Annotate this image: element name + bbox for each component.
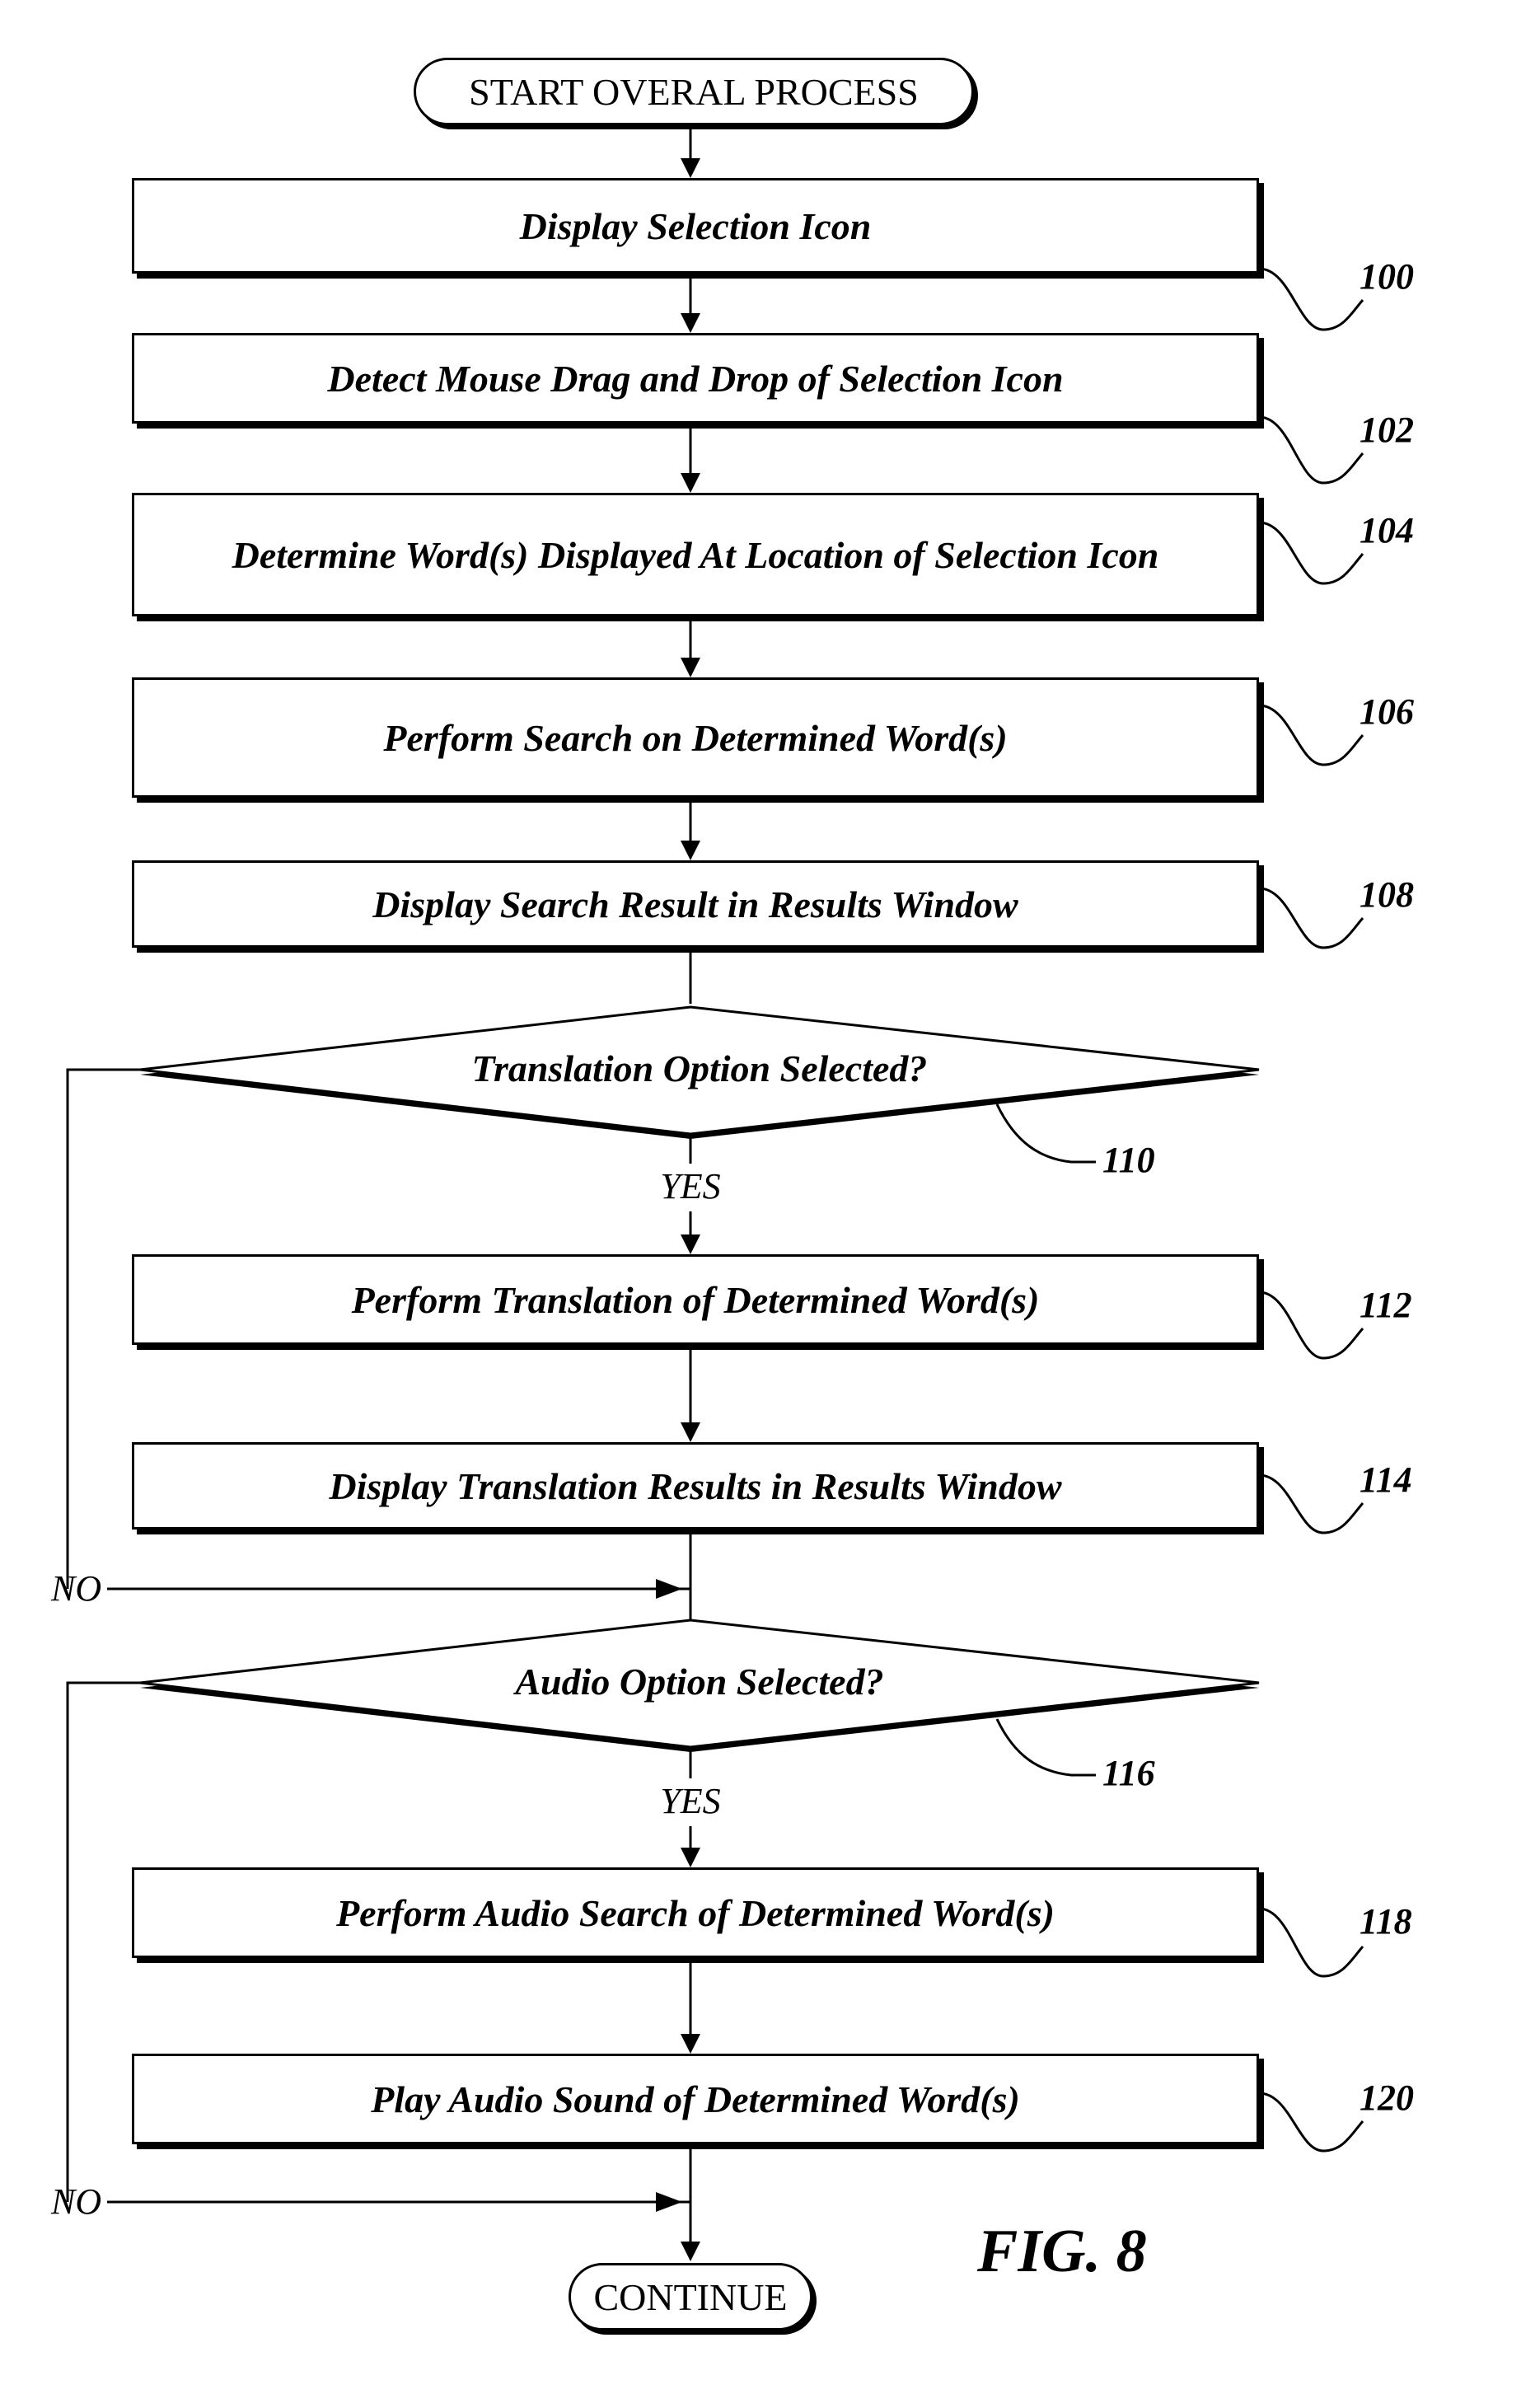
step-label: Display Search Result in Results Window bbox=[372, 883, 1018, 926]
process-step-104: Determine Word(s) Displayed At Location … bbox=[132, 493, 1259, 616]
step-label: Perform Audio Search of Determined Word(… bbox=[336, 1891, 1055, 1935]
figure-label: FIG. 8 bbox=[977, 2217, 1147, 2287]
yes-label-116: YES bbox=[651, 1780, 730, 1822]
step-label: Perform Search on Determined Word(s) bbox=[383, 716, 1007, 760]
leader-110 bbox=[997, 1104, 1096, 1162]
leader-108 bbox=[1259, 888, 1363, 948]
process-step-106: Perform Search on Determined Word(s) bbox=[132, 677, 1259, 798]
step-label: Play Audio Sound of Determined Word(s) bbox=[371, 2078, 1020, 2121]
arrowhead bbox=[656, 1579, 682, 1599]
no-path-116 bbox=[68, 1683, 140, 2202]
leader-100 bbox=[1259, 269, 1363, 330]
leader-120 bbox=[1259, 2093, 1363, 2151]
process-step-114: Display Translation Results in Results W… bbox=[132, 1442, 1259, 1530]
ref-108: 108 bbox=[1360, 874, 1414, 916]
ref-116: 116 bbox=[1102, 1752, 1155, 1794]
step-label: Detect Mouse Drag and Drop of Selection … bbox=[327, 357, 1063, 401]
arrowhead bbox=[681, 473, 700, 493]
start-label: START OVERAL PROCESS bbox=[469, 70, 919, 114]
step-label: Determine Word(s) Displayed At Location … bbox=[232, 533, 1159, 577]
continue-label: CONTINUE bbox=[593, 2275, 787, 2319]
arrowhead bbox=[681, 2242, 700, 2261]
yes-label-110: YES bbox=[651, 1165, 730, 1207]
decision-text: Translation Option Selected? bbox=[472, 1047, 928, 1089]
no-path-110 bbox=[68, 1070, 140, 1589]
ref-118: 118 bbox=[1360, 1900, 1412, 1942]
ref-102: 102 bbox=[1360, 409, 1414, 451]
arrowhead bbox=[681, 1234, 700, 1254]
leader-104 bbox=[1259, 522, 1363, 583]
decision-label-116: Audio Option Selected? bbox=[140, 1660, 1259, 1703]
ref-120: 120 bbox=[1360, 2077, 1414, 2119]
ref-114: 114 bbox=[1360, 1459, 1412, 1501]
process-step-102: Detect Mouse Drag and Drop of Selection … bbox=[132, 333, 1259, 424]
arrowhead bbox=[681, 1422, 700, 1442]
continue-terminal: CONTINUE bbox=[569, 2263, 812, 2331]
step-label: Display Selection Icon bbox=[520, 204, 872, 248]
ref-112: 112 bbox=[1360, 1284, 1412, 1326]
process-step-108: Display Search Result in Results Window bbox=[132, 860, 1259, 948]
decision-text: Audio Option Selected? bbox=[515, 1661, 883, 1703]
step-label: Perform Translation of Determined Word(s… bbox=[352, 1278, 1040, 1322]
arrowhead bbox=[656, 2192, 682, 2212]
ref-100: 100 bbox=[1360, 255, 1414, 297]
no-label-110: NO bbox=[51, 1567, 101, 1609]
process-step-112: Perform Translation of Determined Word(s… bbox=[132, 1254, 1259, 1345]
arrowhead bbox=[681, 1848, 700, 1867]
no-label-116: NO bbox=[51, 2181, 101, 2223]
ref-110: 110 bbox=[1102, 1139, 1155, 1181]
leader-106 bbox=[1259, 705, 1363, 765]
decision-label-110: Translation Option Selected? bbox=[140, 1047, 1259, 1090]
process-step-118: Perform Audio Search of Determined Word(… bbox=[132, 1867, 1259, 1958]
arrowhead bbox=[681, 158, 700, 178]
arrowhead bbox=[681, 841, 700, 860]
arrowhead bbox=[681, 658, 700, 677]
process-step-120: Play Audio Sound of Determined Word(s) bbox=[132, 2054, 1259, 2144]
arrowhead bbox=[681, 313, 700, 333]
step-label: Display Translation Results in Results W… bbox=[329, 1464, 1061, 1508]
start-terminal: START OVERAL PROCESS bbox=[414, 58, 974, 125]
ref-106: 106 bbox=[1360, 691, 1414, 733]
leader-116 bbox=[997, 1719, 1096, 1775]
ref-104: 104 bbox=[1360, 509, 1414, 551]
leader-114 bbox=[1259, 1475, 1363, 1533]
leader-112 bbox=[1259, 1292, 1363, 1358]
arrowhead bbox=[681, 2034, 700, 2054]
leader-102 bbox=[1259, 417, 1363, 483]
leader-118 bbox=[1259, 1909, 1363, 1976]
process-step-100: Display Selection Icon bbox=[132, 178, 1259, 274]
